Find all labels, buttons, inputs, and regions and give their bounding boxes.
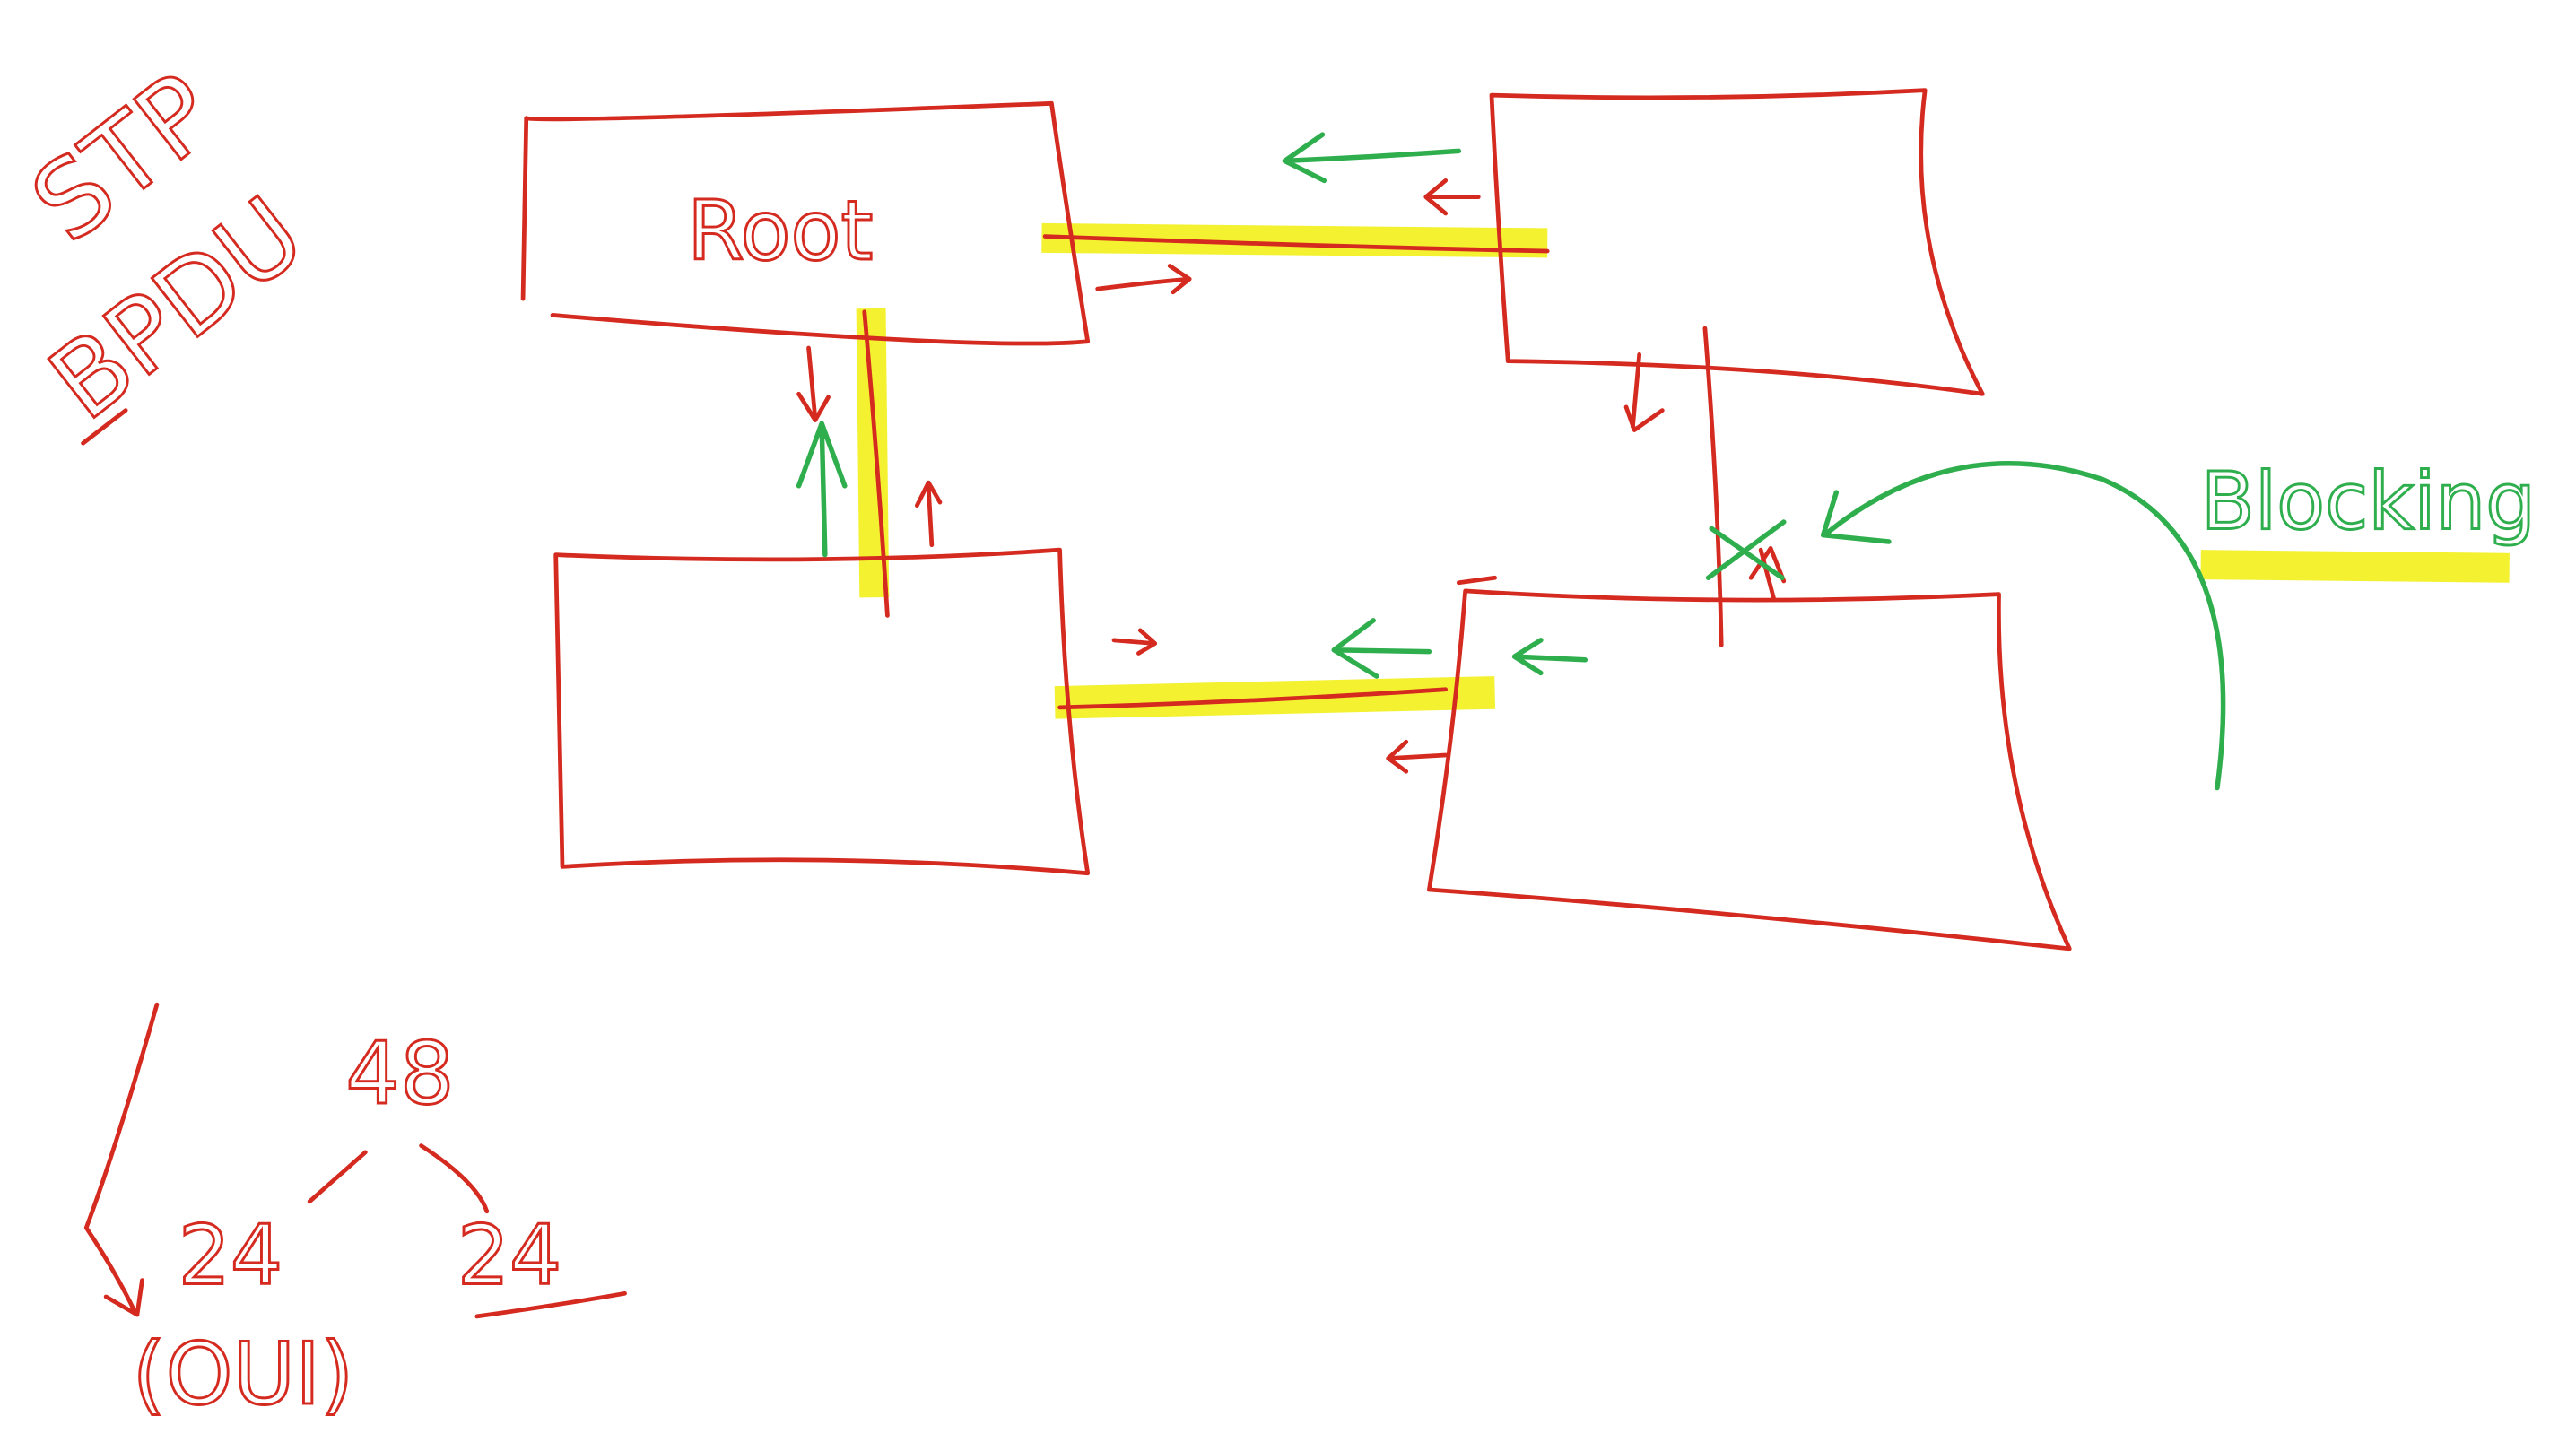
link-root-bottom-left <box>862 309 890 618</box>
link-bottom-left-bottom-right <box>1057 687 1449 710</box>
root-switch-label: Root <box>687 183 873 279</box>
bpdu-arrow-left-icon <box>1386 739 1449 774</box>
bpdu-arrow-left-icon <box>1423 178 1481 216</box>
bottom-right-switch-box <box>1427 575 2072 951</box>
root-port-arrow-icon <box>1282 132 1462 184</box>
top-right-switch-box <box>1489 88 1985 396</box>
bpdu-arrow-right-icon <box>1095 264 1192 295</box>
split-lines <box>307 1143 490 1214</box>
bpdu-arrow-down-icon <box>796 345 831 422</box>
left-bits-label: 24 <box>178 1207 283 1303</box>
root-switch-box <box>520 100 1091 346</box>
bottom-left-switch-box <box>553 547 1091 876</box>
root-port-arrow-icon <box>1331 618 1432 679</box>
total-bits-label: 48 <box>345 1025 454 1124</box>
bpdu-arrow-right-icon <box>1111 628 1158 656</box>
bpdu-arrow-up-icon <box>914 480 943 548</box>
right-bits-underline <box>474 1290 627 1319</box>
right-bits-label: 24 <box>457 1207 561 1303</box>
link-top-right-bottom-right <box>1702 326 1724 647</box>
highlight-root-to-bottom-left-link <box>856 308 890 598</box>
pointer-arrow-icon <box>83 1002 160 1317</box>
bpdu-arrow-up-icon <box>1748 545 1787 602</box>
blocking-label: Blocking <box>2201 455 2536 547</box>
highlight-blocking-label <box>2200 550 2510 583</box>
link-root-top-right <box>1042 234 1550 254</box>
oui-label: (OUI) <box>132 1325 353 1424</box>
blocked-port-x-icon <box>1705 519 1787 581</box>
blocking-pointer-arrow-icon <box>1820 461 2226 791</box>
root-port-arrow-icon <box>796 421 848 558</box>
bpdu-arrow-down-icon <box>1623 352 1665 432</box>
designated-port-arrow-icon <box>1511 638 1588 676</box>
bpdu-underline <box>81 408 128 446</box>
